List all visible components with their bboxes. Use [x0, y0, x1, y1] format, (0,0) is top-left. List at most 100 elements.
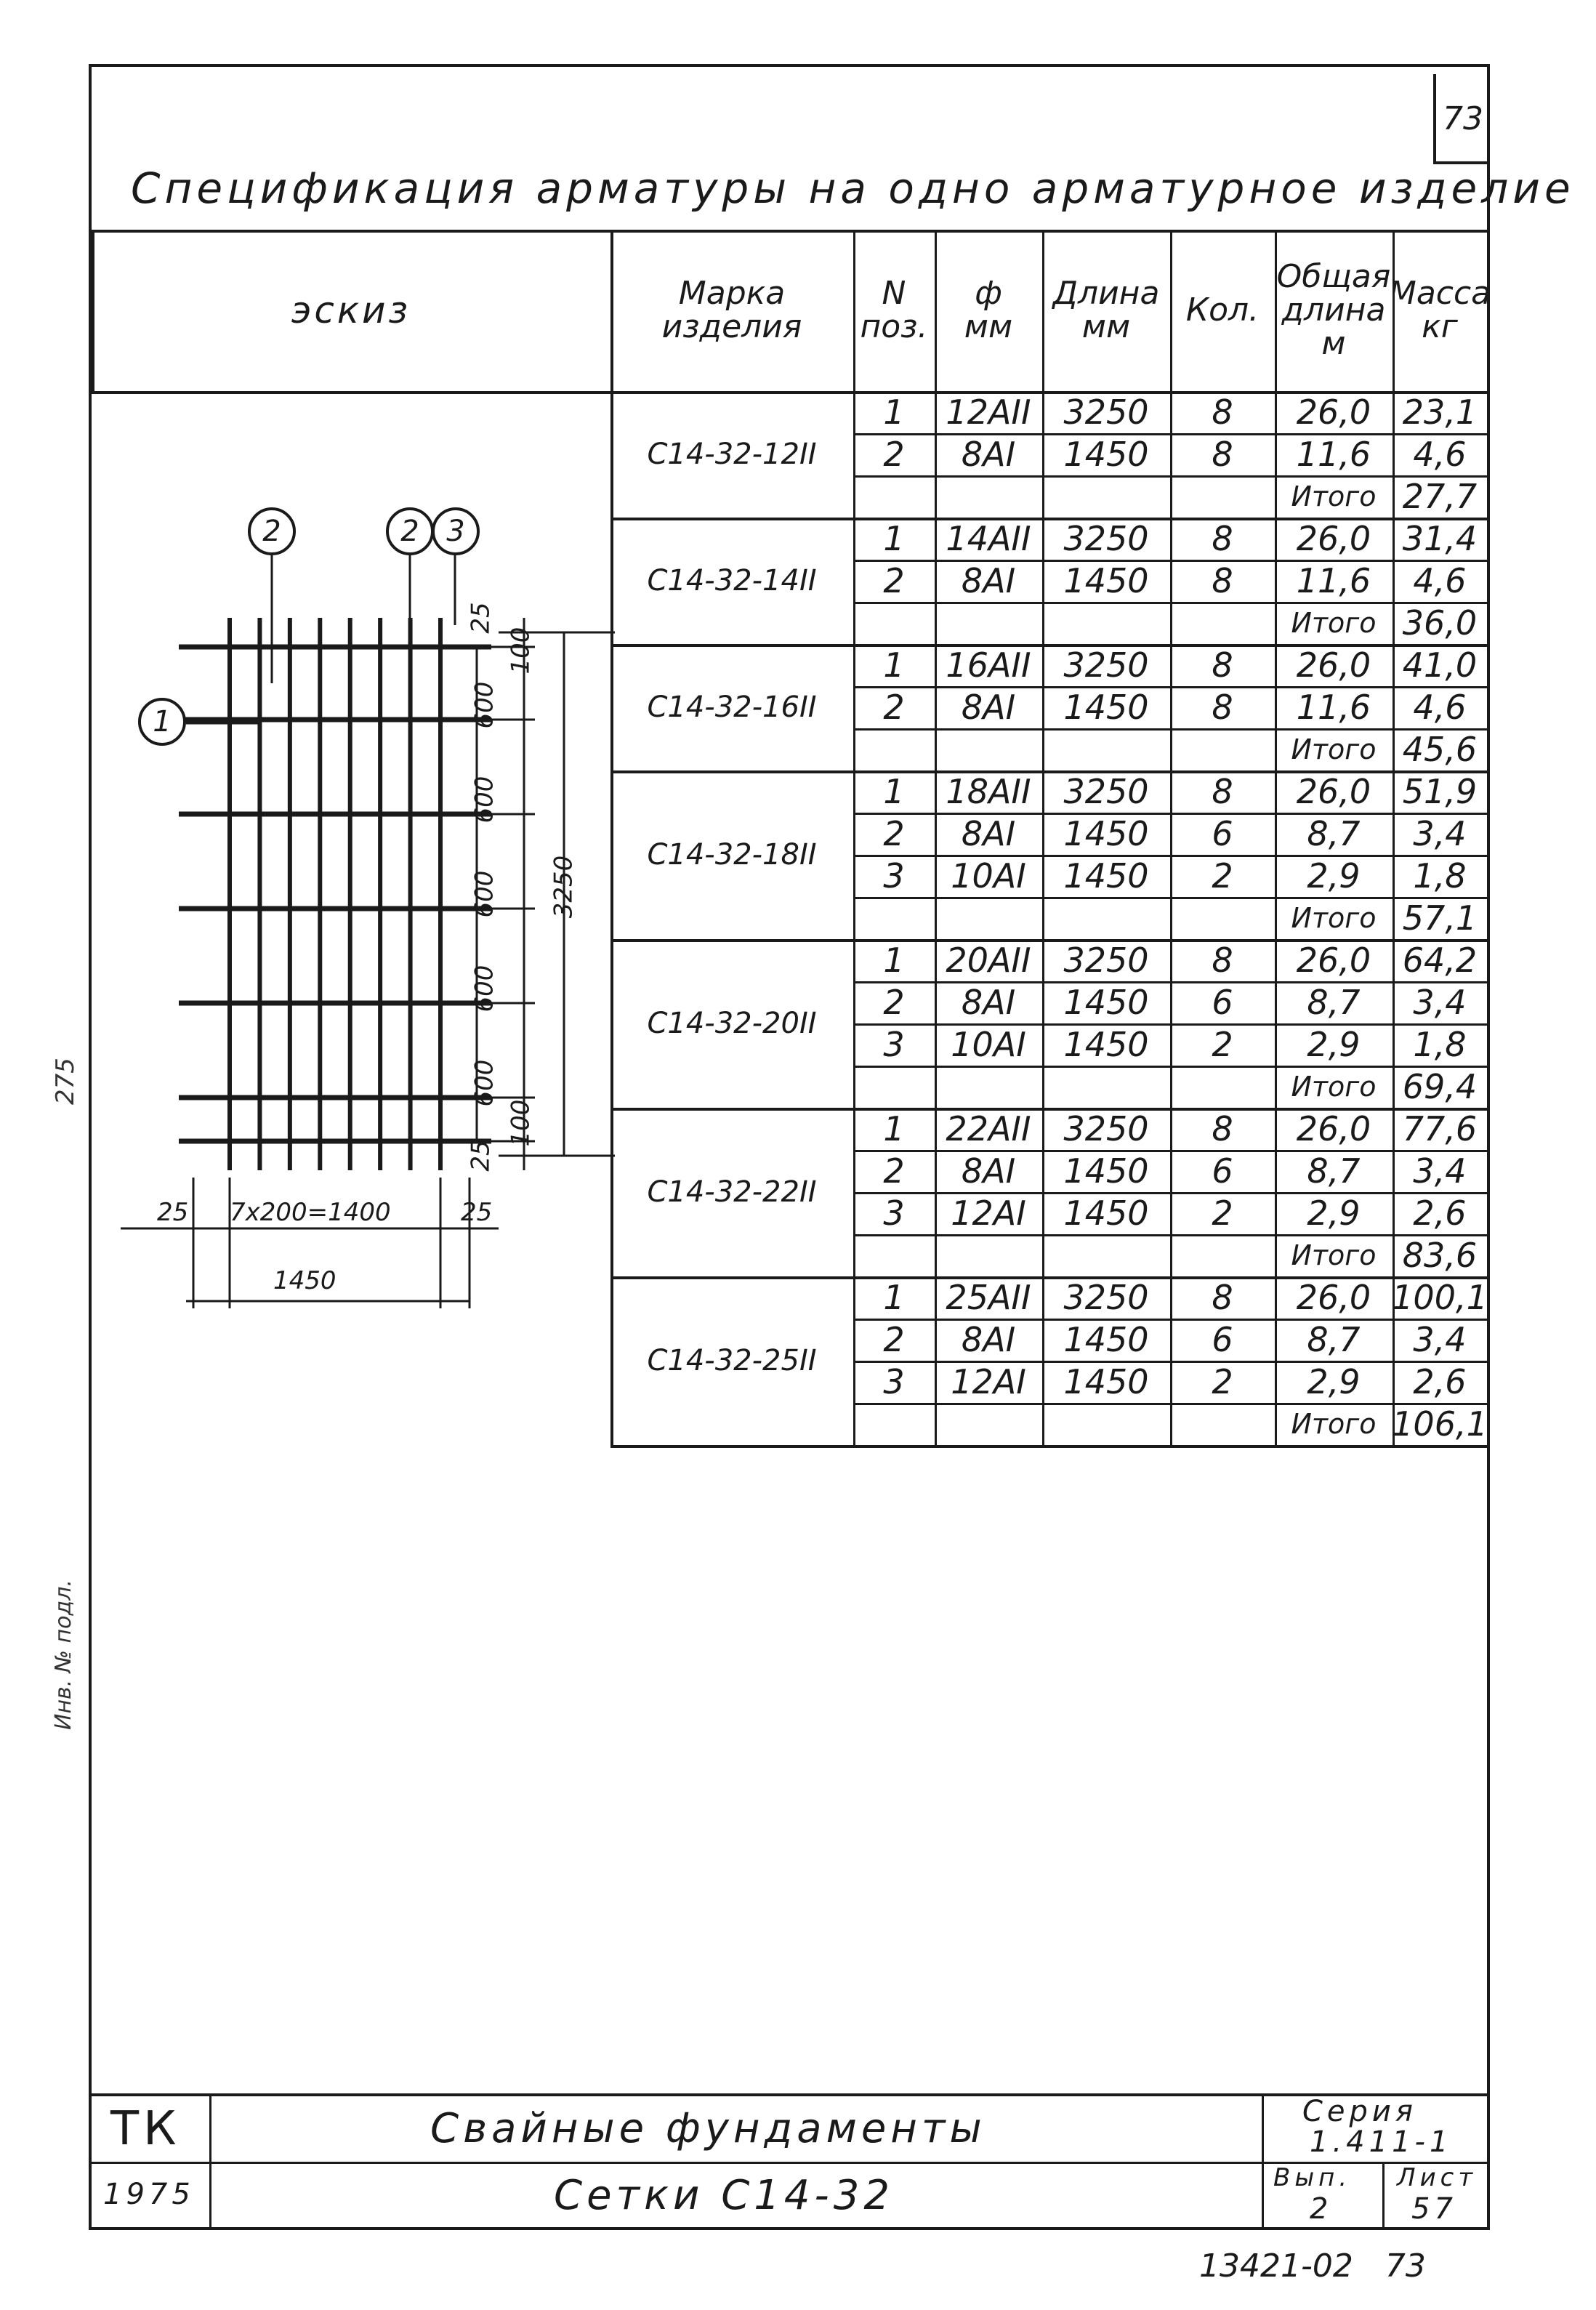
cell-dia: 12АI — [951, 1194, 1026, 1233]
cell-total-mass: 69,4 — [1402, 1067, 1478, 1106]
sheet-number: 73 — [1433, 74, 1490, 164]
page-title: Спецификация арматуры на одно арматурное… — [131, 164, 1575, 213]
group-rule — [610, 770, 1487, 773]
cell-pos: 3 — [883, 856, 905, 896]
cell-length: 3250 — [1063, 393, 1149, 432]
cell-total-length: 26,0 — [1296, 393, 1371, 432]
title-block: ТК Свайные фундаменты Серия 1.411-1 1975… — [89, 2093, 1490, 2230]
cell-mass: 3,4 — [1413, 814, 1467, 853]
cell-mass: 4,6 — [1413, 688, 1467, 727]
cell-mass: 1,8 — [1413, 1025, 1467, 1064]
header-length-line: мм — [1081, 308, 1131, 345]
header-mass-line: кг — [1422, 308, 1458, 345]
col-rule — [853, 230, 855, 1445]
dim-span: 600 — [469, 776, 499, 824]
margin-note-inventory: Инв. № подл. — [51, 1579, 76, 1730]
cell-total-mass: 36,0 — [1402, 603, 1478, 643]
cell-qty: 8 — [1212, 561, 1233, 600]
stamp-sheet-label: Лист — [1397, 2163, 1478, 2192]
cell-total-length: 26,0 — [1296, 772, 1371, 811]
header-mark-line: изделия — [661, 308, 802, 345]
stamp-series-value: 1.411-1 — [1310, 2125, 1453, 2159]
product-mark: С14-32-18II — [647, 838, 817, 872]
cell-pos: 1 — [883, 772, 905, 811]
cell-dia: 14АII — [946, 519, 1031, 558]
cell-dia: 8АI — [961, 814, 1016, 853]
stamp-sheet-value: 57 — [1411, 2192, 1457, 2226]
cell-pos: 1 — [883, 1278, 905, 1317]
cell-mass: 3,4 — [1413, 1151, 1467, 1191]
cell-qty: 8 — [1212, 688, 1233, 727]
cell-total-mass: 83,6 — [1402, 1236, 1478, 1275]
dim-left-edge: 25 — [157, 1198, 189, 1227]
cell-dia: 12АII — [946, 393, 1031, 432]
table-top-rule — [92, 230, 1487, 233]
col-rule — [1275, 230, 1277, 1445]
product-mark: С14-32-12II — [647, 438, 817, 471]
dim-top-offset: 100 — [506, 627, 536, 675]
cell-length: 1450 — [1063, 814, 1149, 853]
cell-total-length: 8,7 — [1307, 814, 1361, 853]
stamp-series-label: Серия — [1302, 2095, 1417, 2128]
cell-mass: 2,6 — [1413, 1194, 1467, 1233]
cell-dia: 25АII — [946, 1278, 1031, 1317]
cell-dia: 12АI — [951, 1362, 1026, 1401]
cell-total-mass: 27,7 — [1402, 477, 1478, 516]
cell-mass: 4,6 — [1413, 561, 1467, 600]
cell-mass: 23,1 — [1402, 393, 1478, 432]
col-rule — [610, 230, 613, 1445]
product-mark: С14-32-14II — [647, 564, 817, 597]
dim-right-edge: 25 — [461, 1198, 493, 1227]
stamp-issue-value: 2 — [1310, 2192, 1333, 2226]
cell-pos: 1 — [883, 519, 905, 558]
cell-total-length: 11,6 — [1296, 688, 1371, 727]
dim-span: 600 — [469, 965, 499, 1013]
cell-length: 3250 — [1063, 1109, 1149, 1148]
cell-mass: 77,6 — [1402, 1109, 1478, 1148]
cell-length: 1450 — [1063, 983, 1149, 1022]
cell-total-mass: 106,1 — [1393, 1404, 1487, 1444]
cell-length: 1450 — [1063, 435, 1149, 474]
cell-length: 1450 — [1063, 1320, 1149, 1359]
cell-total-length: 2,9 — [1307, 1362, 1361, 1401]
cell-length: 3250 — [1063, 1278, 1149, 1317]
cell-length: 1450 — [1063, 1151, 1149, 1191]
cell-length: 1450 — [1063, 1362, 1149, 1401]
group-rule — [610, 1445, 1487, 1448]
cell-total-length: 2,9 — [1307, 856, 1361, 896]
stamp-year: 1975 — [103, 2178, 195, 2211]
cell-length: 1450 — [1063, 1025, 1149, 1064]
total-label: Итого — [1291, 1408, 1377, 1440]
cell-pos: 3 — [883, 1362, 905, 1401]
cell-mass: 3,4 — [1413, 983, 1467, 1022]
cell-pos: 2 — [883, 983, 905, 1022]
cell-qty: 8 — [1212, 772, 1233, 811]
cell-mass: 100,1 — [1393, 1278, 1487, 1317]
cell-pos: 3 — [883, 1194, 905, 1233]
callout-pos-1: 1 — [138, 698, 186, 746]
callout-pos-3: 3 — [432, 507, 480, 555]
dim-span: 600 — [469, 681, 499, 729]
dim-span: 600 — [469, 870, 499, 918]
cell-dia: 22АII — [946, 1109, 1031, 1148]
dim-top-edge: 25 — [466, 602, 496, 634]
group-rule — [610, 644, 1487, 647]
cell-dia: 10АI — [951, 856, 1026, 896]
cell-mass: 51,9 — [1402, 772, 1478, 811]
cell-mass: 4,6 — [1413, 435, 1467, 474]
group-rule — [610, 939, 1487, 942]
total-label: Итого — [1291, 1071, 1377, 1103]
product-mark: С14-32-20II — [647, 1007, 817, 1040]
cell-qty: 6 — [1212, 983, 1233, 1022]
callout-pos-2b: 2 — [386, 507, 434, 555]
cell-qty: 8 — [1212, 435, 1233, 474]
mesh-sketch — [121, 554, 615, 1308]
cell-dia: 8АI — [961, 435, 1016, 474]
header-pos-line: N — [882, 274, 906, 312]
header-mass-line: Масса — [1393, 274, 1487, 312]
